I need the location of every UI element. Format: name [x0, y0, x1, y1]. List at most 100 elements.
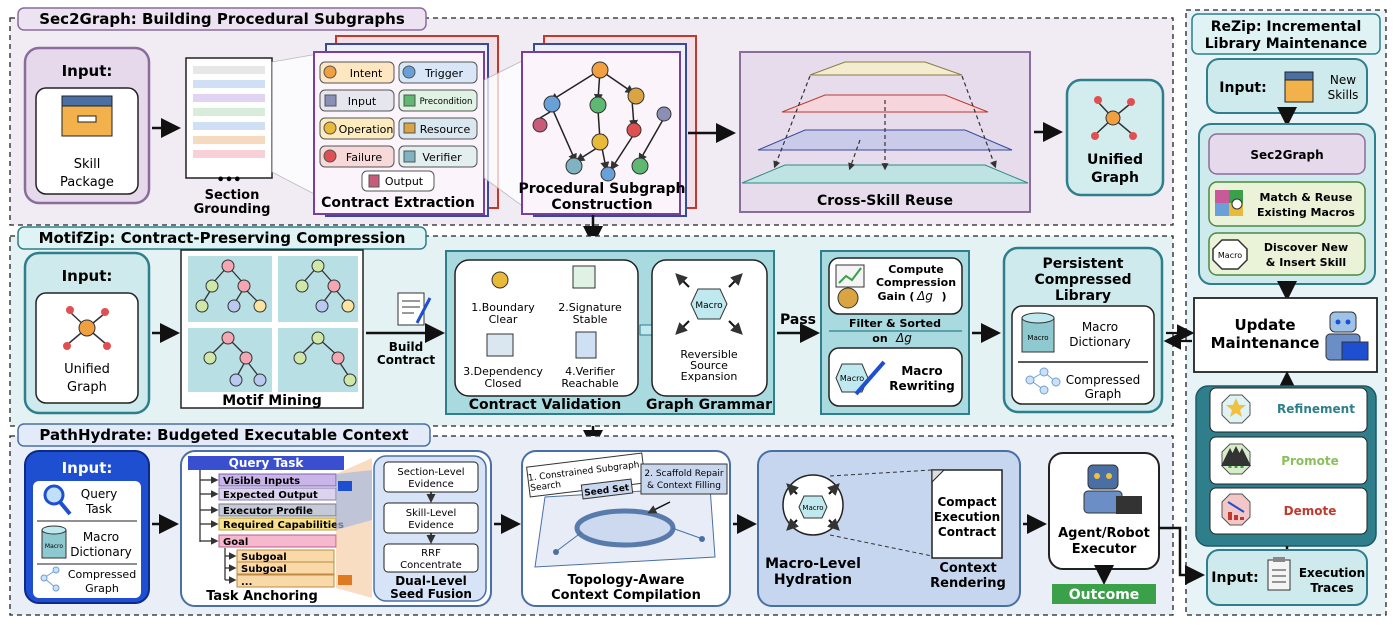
reversible-line1: Reversible [680, 348, 738, 361]
new-skills-line1: New [1330, 73, 1356, 87]
sec2graph-input-label: Input: [62, 62, 113, 80]
skill-package-line2: Package [60, 175, 114, 190]
evidence-section-2: Evidence [408, 479, 454, 490]
agent-line2: Executor [1072, 542, 1137, 557]
macro-database-tag: Macro [45, 543, 63, 550]
reversible-line3: Expansion [681, 370, 738, 383]
query-task-line1: Query [81, 487, 117, 501]
graph-icon [1091, 96, 1137, 140]
task-expected-output: Expected Output [223, 490, 318, 501]
macro-rewriting-line1: Macro [901, 364, 942, 378]
evidence-skill-1: Skill-Level [406, 508, 456, 519]
macro-dict-line2: Dictionary [1069, 335, 1131, 349]
promote-icon [1221, 443, 1251, 475]
graph-grammar-label: Graph Grammar [646, 397, 772, 413]
match-reuse-line2: Existing Macros [1257, 206, 1355, 219]
constrained-line2: Search [530, 480, 562, 494]
check-verifier-2: Reachable [561, 377, 618, 390]
discover-macro-tag: Macro [1218, 251, 1242, 260]
pass-label: Pass [780, 312, 816, 328]
compute-line3: Gain ( [878, 290, 915, 303]
rezip-title-line1: ReZip: Incremental [1211, 19, 1362, 35]
compact-line1: Compact [937, 495, 996, 509]
hydration-macro-icon [786, 483, 840, 531]
contract-item-failure: Failure [346, 151, 382, 164]
reversible-line2: Source [690, 359, 728, 372]
rezip-input-label: Input: [1219, 80, 1266, 96]
subgoal-box-2 [236, 561, 335, 575]
new-skills-line2: Skills [1328, 88, 1359, 102]
video-icon-bottom [338, 575, 352, 585]
compressed-graph-small-icon [40, 566, 60, 592]
filter-delta-g: Δg [895, 331, 912, 345]
motif-mining-label: Motif Mining [222, 393, 322, 409]
motifzip-title: MotifZip: Contract-Preserving Compressio… [39, 229, 406, 247]
build-contract-line1: Build [389, 340, 424, 354]
executor-profile-box [218, 503, 337, 517]
subgraph-label-line2: Construction [551, 197, 652, 213]
check-verifier-1: 4.Verifier [565, 365, 615, 378]
task-visible-inputs: Visible Inputs [223, 476, 300, 487]
document-icon [185, 57, 273, 179]
outcome-label: Outcome [1069, 587, 1140, 603]
filter-line1: Filter & Sorted [849, 317, 941, 330]
capabilities-box [218, 517, 337, 531]
macro-tag: Macro [695, 301, 723, 311]
visible-inputs-box [218, 473, 337, 487]
gear-icon [323, 121, 337, 135]
query-task-header: Query Task [229, 456, 305, 470]
cross-skill-label: Cross-Skill Reuse [817, 193, 953, 209]
money-bag-icon [835, 264, 865, 309]
check-signature-2: Stable [573, 313, 608, 326]
discover-line2: & Insert Skill [1266, 256, 1346, 269]
pathhydrate-input-label: Input: [62, 459, 113, 477]
unified-graph-line1: Unified [1087, 152, 1143, 168]
svg-text:•••: ••• [217, 173, 242, 188]
check-boundary-1: 1.Boundary [471, 301, 535, 314]
motifzip-input-label: Input: [62, 267, 113, 285]
hydration-macro-tag: Macro [802, 504, 823, 512]
motifzip-panel: MotifZip: Contract-Preserving Compressio… [9, 226, 1174, 427]
check-boundary-2: Clear [489, 313, 518, 326]
rezip-title-line2: Library Maintenance [1205, 36, 1368, 52]
motif-mining-grid [188, 256, 358, 392]
ph-compressed-line2: Graph [85, 582, 119, 595]
search-icon [43, 484, 72, 516]
motif-input-line2: Graph [67, 380, 107, 395]
database-icon [1021, 312, 1055, 353]
rendering-line2: Rendering [930, 576, 1006, 591]
dual-level-line2: Seed Fusion [390, 587, 472, 601]
evidence-skill-2: Evidence [408, 520, 454, 531]
check-dependency-2: Closed [485, 377, 522, 390]
macro-rewriting-line2: Rewriting [889, 379, 954, 393]
contract-item-verifier: Verifier [422, 151, 462, 164]
exec-traces-line1: Execution [1299, 566, 1365, 580]
hydration-line1: Macro-Level [765, 556, 861, 572]
ph-compressed-line1: Compressed [68, 568, 136, 581]
procedural-subgraph-icon [532, 61, 672, 182]
unified-graph-line2: Graph [1091, 170, 1139, 186]
contract-extraction-label: Contract Extraction [321, 195, 475, 211]
task-subgoal-1: Subgoal [241, 552, 287, 563]
task-ellipsis: ... [241, 577, 252, 588]
compressed-graph-icon [1025, 367, 1061, 395]
task-required-capabilities: Required Capabilities [223, 520, 344, 531]
topology-diagram [526, 452, 728, 568]
check-signature-1: 2.Signature [558, 301, 622, 314]
task-tree-lines [199, 470, 237, 584]
query-task-line2: Task [85, 502, 112, 516]
exec-traces-line2: Traces [1310, 581, 1353, 595]
rendering-line1: Context [939, 561, 996, 576]
topology-line1: Topology-Aware [568, 573, 685, 588]
sec2graph-title: Sec2Graph: Building Procedural Subgraphs [39, 10, 405, 28]
contract-item-operation: Operation [339, 123, 394, 136]
build-contract-line2: Contract [377, 353, 435, 367]
demote-icon [1221, 493, 1251, 526]
macro-octagon-icon [1212, 239, 1248, 270]
expected-output-box [218, 487, 337, 501]
macro-expand-icon [675, 273, 743, 335]
puzzle-icon [1215, 190, 1243, 216]
promote-label: Promote [1281, 454, 1339, 468]
library-line3: Library [1055, 288, 1111, 304]
macro-database-icon [41, 525, 67, 559]
